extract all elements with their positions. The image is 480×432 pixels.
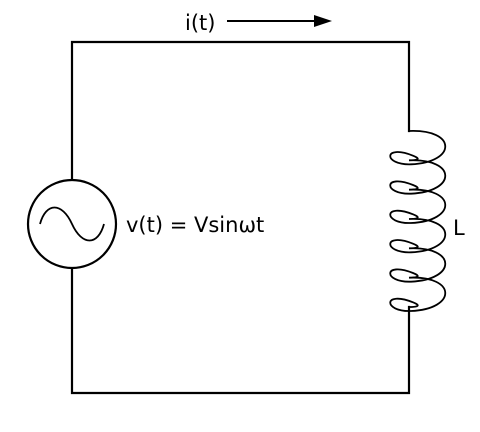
current-arrow	[227, 15, 332, 27]
source-label: v(t) = Vsinωt	[126, 213, 264, 237]
arrowhead-icon	[314, 15, 332, 27]
circuit-wire	[70, 40, 411, 395]
current-label: i(t)	[185, 11, 215, 35]
inductor-coil	[389, 130, 447, 312]
inductor-label: L	[453, 216, 465, 240]
sine-wave-icon	[39, 206, 105, 242]
inductor-winding	[389, 130, 447, 312]
ac-voltage-source	[26, 178, 118, 270]
